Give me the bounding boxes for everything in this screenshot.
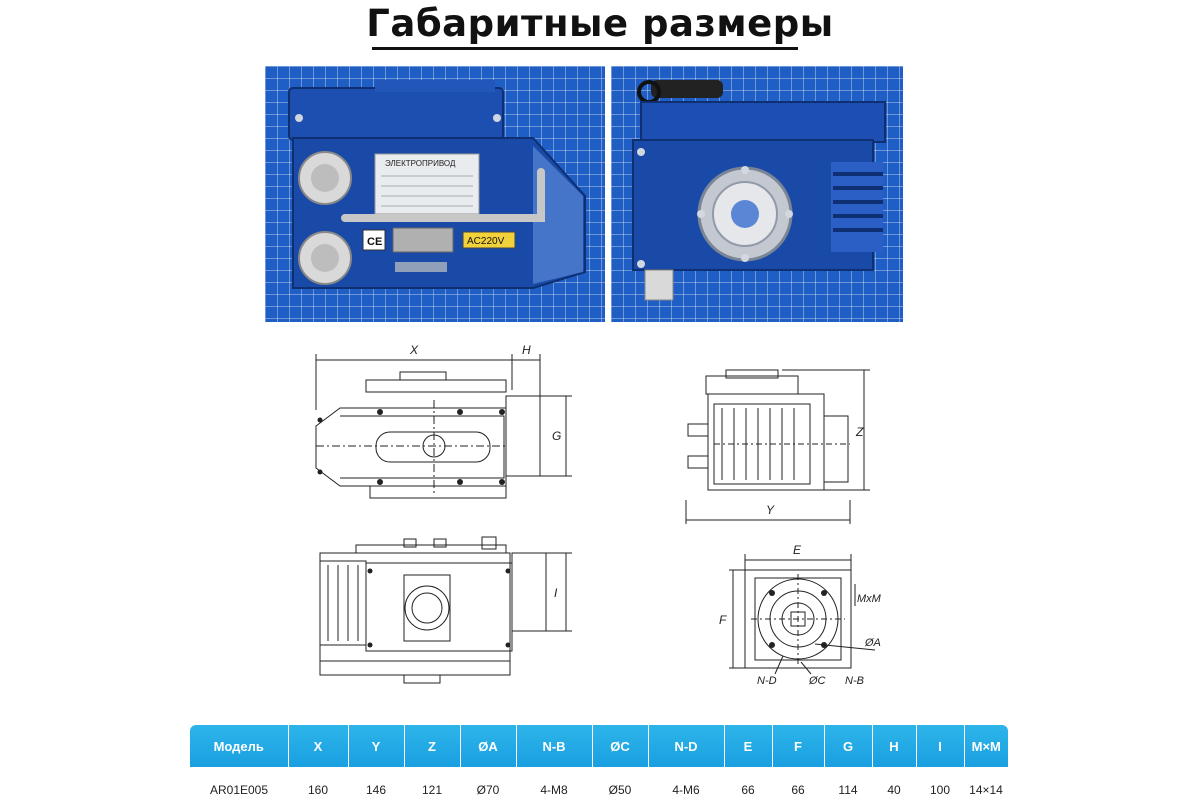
actuator-front-illustration: [632, 80, 886, 301]
voltage-label-text: AC220V: [467, 236, 505, 247]
table-header-cell: Y: [348, 725, 405, 767]
table-header-cell: N-D: [648, 725, 725, 767]
table-header-cell: H: [872, 725, 917, 767]
table-header-cell: Модель: [190, 725, 289, 767]
dim-label-y: Y: [766, 503, 775, 517]
drawing-top-view: X H G: [315, 343, 572, 499]
table-cell: 146: [365, 783, 387, 797]
ce-mark-text: CE: [367, 236, 382, 248]
table-cell: 4-M8: [540, 783, 568, 797]
actuator-side-illustration: ЭЛЕКТРОПРИВОД CE AC220V: [288, 80, 586, 289]
drawing-flange-view: E F MxM ØA N-D ØC N-B: [719, 543, 882, 687]
dim-label-mxm: MxM: [857, 593, 882, 605]
dimensions-table: Модель X Y Z ØA N-B ØC N-D E F G H I M×M…: [190, 725, 1008, 806]
table-header-cell: M×M: [964, 725, 1008, 767]
drawing-side-view: Z Y: [685, 369, 870, 524]
page-title: Габаритные размеры: [366, 2, 834, 45]
table-header-row: Модель X Y Z ØA N-B ØC N-D E F G H I M×M: [190, 725, 1008, 767]
dim-label-oa: ØA: [864, 637, 881, 649]
table-cell: 4-M6: [672, 783, 700, 797]
table-cell: 121: [421, 783, 443, 797]
table-header-cell: I: [916, 725, 965, 767]
table-cell: Ø50: [608, 783, 632, 797]
dim-label-i: I: [554, 586, 558, 600]
dim-label-h: H: [522, 343, 531, 357]
photo-actuator-side: ЭЛЕКТРОПРИВОД CE AC220V: [265, 66, 605, 322]
dim-label-e: E: [793, 543, 802, 557]
photo-actuator-front: [611, 66, 903, 322]
plate-brand-text: ЭЛЕКТРОПРИВОД: [385, 159, 456, 168]
table-header-cell: G: [824, 725, 873, 767]
dim-label-oc: ØC: [808, 675, 826, 687]
table-header-cell: E: [724, 725, 773, 767]
table-header-cell: X: [288, 725, 349, 767]
drawing-front-view: I: [319, 536, 572, 684]
dim-label-nb: N-B: [845, 675, 864, 687]
table-cell: 66: [791, 783, 805, 797]
table-cell: 114: [838, 783, 858, 797]
table-cell: 40: [887, 783, 901, 797]
dim-label-g: G: [552, 429, 561, 443]
title-underline: [372, 47, 798, 50]
dim-label-z: Z: [855, 425, 864, 439]
table-row: AR01E005 160 146 121 Ø70 4-M8 Ø50 4-M6 6…: [190, 767, 1008, 806]
table-header-cell: ØA: [460, 725, 517, 767]
table-header-cell: F: [772, 725, 825, 767]
dim-label-f: F: [719, 613, 727, 627]
table-cell: 160: [307, 783, 329, 797]
dim-label-x: X: [409, 343, 419, 357]
table-header-cell: Z: [404, 725, 461, 767]
table-cell: Ø70: [476, 783, 500, 797]
table-cell: AR01E005: [209, 783, 269, 797]
dim-label-nd: N-D: [757, 675, 777, 687]
table-header-cell: N-B: [516, 725, 593, 767]
table-cell: 100: [929, 783, 951, 797]
table-cell: 14×14: [969, 783, 1003, 797]
table-cell: 66: [741, 783, 755, 797]
table-header-cell: ØC: [592, 725, 649, 767]
